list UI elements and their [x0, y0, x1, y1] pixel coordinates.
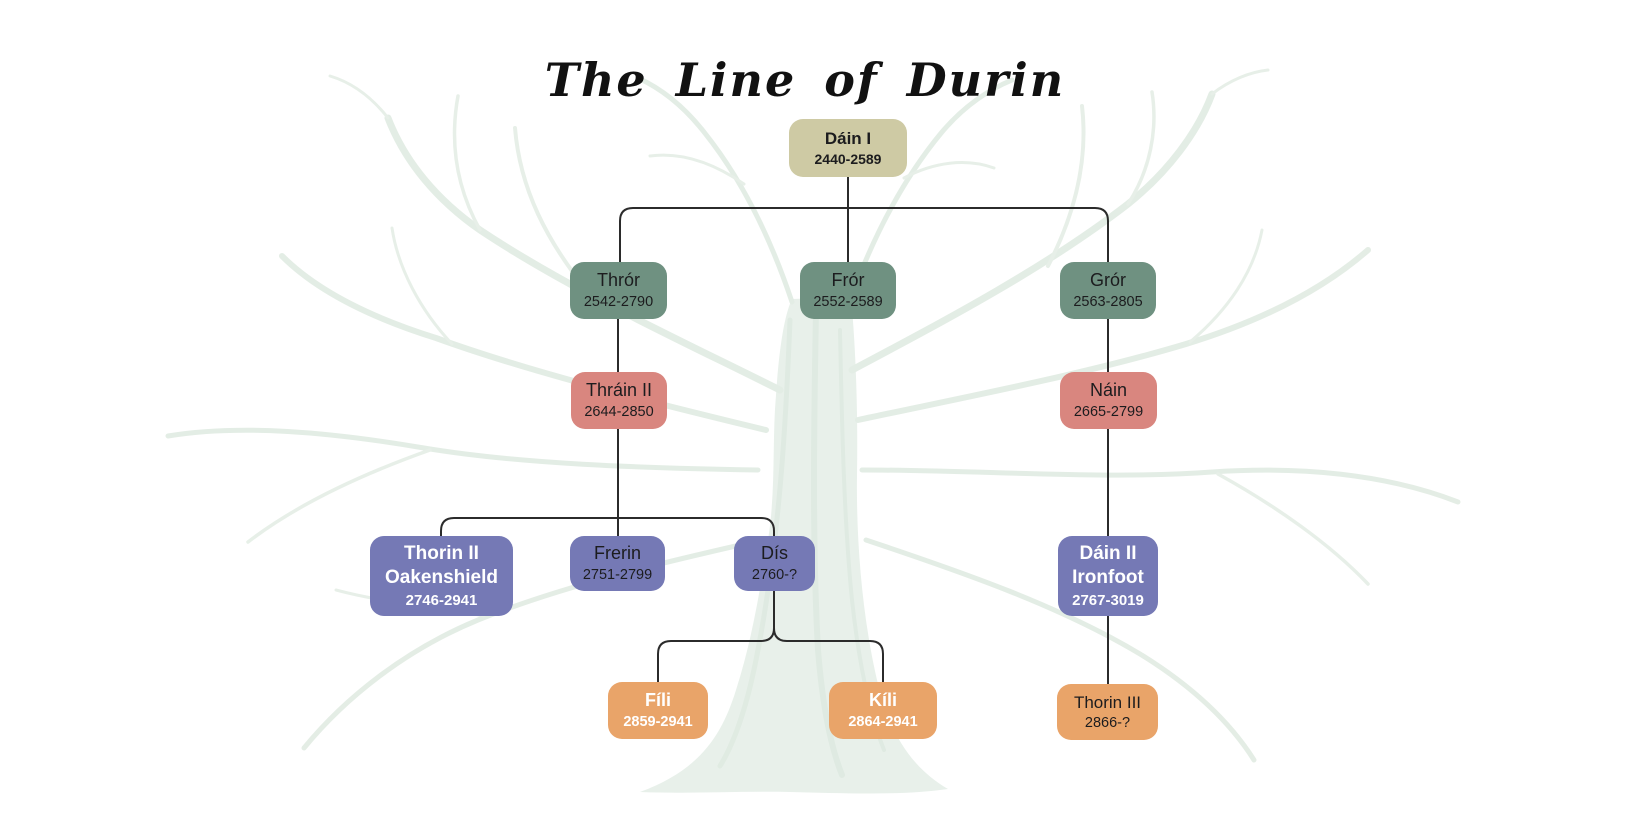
person-name: Thorin II [404, 542, 479, 564]
tree-node-thorin-iii: Thorin III 2866-? [1057, 684, 1158, 740]
person-name: Thrór [596, 270, 640, 291]
person-name: Grór [1090, 270, 1126, 291]
person-name: Kíli [868, 690, 897, 711]
tree-node-dis: Dís 2760-? [734, 536, 815, 591]
person-name: Dáin II [1079, 542, 1137, 564]
person-dates: 2644-2850 [584, 403, 654, 420]
tree-node-nain: Náin 2665-2799 [1060, 372, 1157, 429]
person-dates: 2760-? [751, 566, 798, 583]
person-name: Frór [831, 270, 865, 291]
person-dates: 2552-2589 [813, 293, 883, 310]
person-name: Fíli [645, 690, 671, 711]
tree-node-dain-i: Dáin I 2440-2589 [789, 119, 907, 177]
tree-node-thorin-ii-oakenshield: Thorin II Oakenshield 2746-2941 [370, 536, 513, 616]
tree-node-thror: Thrór 2542-2790 [570, 262, 667, 319]
person-dates: 2864-2941 [848, 713, 918, 730]
person-name: Dáin I [824, 128, 872, 148]
tree-node-kili: Kíli 2864-2941 [829, 682, 937, 739]
person-dates: 2542-2790 [583, 293, 654, 310]
person-name-line2: Oakenshield [385, 567, 498, 589]
person-dates: 2563-2805 [1073, 293, 1143, 310]
person-name: Frerin [593, 543, 641, 564]
tree-node-fror: Frór 2552-2589 [800, 262, 896, 319]
tree-node-thrain-ii: Thráin II 2644-2850 [571, 372, 667, 429]
person-dates: 2440-2589 [814, 150, 882, 167]
person-dates: 2746-2941 [405, 591, 478, 609]
person-dates: 2859-2941 [623, 713, 693, 730]
person-dates: 2665-2799 [1073, 403, 1144, 420]
tree-node-dain-ii-ironfoot: Dáin II Ironfoot 2767-3019 [1058, 536, 1158, 616]
tree-node-frerin: Frerin 2751-2799 [570, 536, 665, 591]
person-name: Thorin III [1073, 692, 1142, 712]
person-name: Náin [1089, 380, 1128, 401]
tree-node-fili: Fíli 2859-2941 [608, 682, 708, 739]
person-name: Dís [761, 543, 788, 564]
person-dates: 2866-? [1084, 714, 1131, 731]
person-dates: 2767-3019 [1072, 591, 1144, 609]
page-title: The Line of Durin [544, 52, 1066, 107]
person-name: Thráin II [585, 380, 653, 401]
person-dates: 2751-2799 [582, 566, 653, 583]
person-name-line2: Ironfoot [1072, 567, 1144, 589]
tree-node-gror: Grór 2563-2805 [1060, 262, 1156, 319]
